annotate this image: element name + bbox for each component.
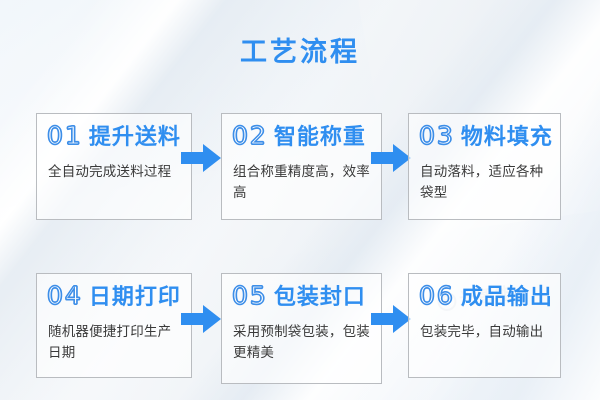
step-card-03[interactable]: 03 物料填充 自动落料，适应各种袋型 (408, 113, 561, 220)
step-card-05[interactable]: 05 包装封口 采用预制袋包装，包装更精美 (221, 273, 382, 384)
step-desc-06: 包装完毕，自动输出 (420, 324, 544, 340)
arrow-4-to-5-icon (181, 305, 221, 333)
step-title-01: 提升送料 (88, 125, 181, 150)
step-card-03-head: 03 物料填充 (418, 121, 553, 152)
page-title: 工艺流程 (240, 37, 360, 68)
step-title-03: 物料填充 (460, 125, 553, 150)
step-number-05: 05 (231, 281, 268, 310)
step-desc-05: 采用预制袋包装，包装更精美 (233, 324, 370, 361)
arrow-1-to-2-icon (181, 144, 221, 172)
step-card-04[interactable]: 04 日期打印 随机器便捷打印生产日期 (36, 273, 192, 378)
step-card-06-head: 06 成品输出 (418, 281, 553, 312)
step-desc-01: 全自动完成送料过程 (48, 164, 172, 180)
step-number-02: 02 (231, 121, 268, 150)
arrow-5-to-6-icon (371, 305, 411, 333)
step-title-06: 成品输出 (460, 285, 553, 310)
step-card-02-head: 02 智能称重 (231, 121, 366, 152)
step-desc-03: 自动落料，适应各种袋型 (420, 164, 544, 201)
step-number-04: 04 (46, 281, 83, 310)
step-desc-04: 随机器便捷打印生产日期 (48, 324, 172, 361)
step-desc-02: 组合称重精度高，效率高 (233, 164, 370, 201)
step-number-06: 06 (418, 281, 455, 310)
step-title-02: 智能称重 (273, 125, 366, 150)
step-card-02[interactable]: 02 智能称重 组合称重精度高，效率高 (221, 113, 382, 220)
step-card-06[interactable]: 06 成品输出 包装完毕，自动输出 (408, 273, 561, 378)
arrow-2-to-3-icon (371, 144, 411, 172)
step-card-01-head: 01 提升送料 (46, 121, 181, 152)
step-card-04-head: 04 日期打印 (46, 281, 181, 312)
step-card-05-head: 05 包装封口 (231, 281, 366, 312)
step-card-01[interactable]: 01 提升送料 全自动完成送料过程 (36, 113, 192, 220)
step-title-04: 日期打印 (88, 285, 181, 310)
step-title-05: 包装封口 (273, 285, 366, 310)
step-number-01: 01 (46, 121, 83, 150)
step-number-03: 03 (418, 121, 455, 150)
